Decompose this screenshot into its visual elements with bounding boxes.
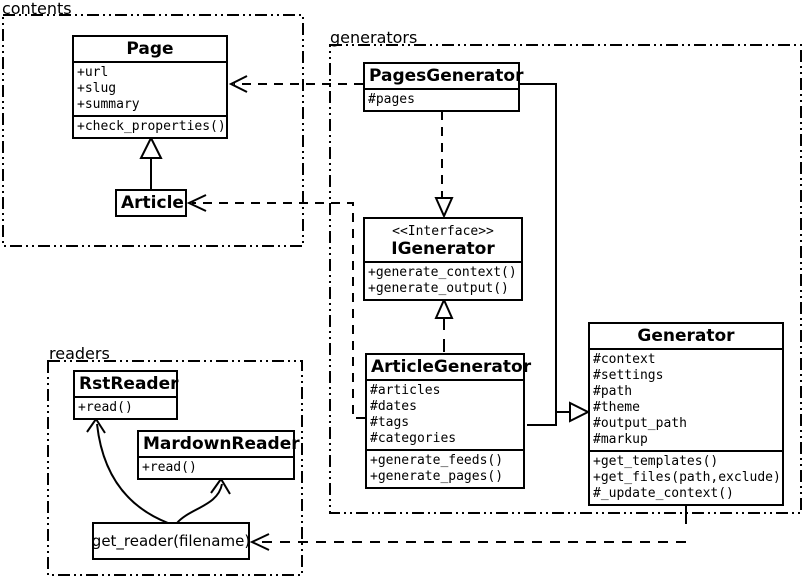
class-article-title: Article (121, 193, 184, 213)
method: +generate_context() (368, 265, 517, 280)
method: +read() (142, 460, 197, 475)
class-mardownreader-title: MardownReader (143, 434, 300, 454)
attribute: +url (77, 65, 109, 80)
attribute: #markup (593, 432, 648, 447)
function-get-reader: get_reader(filename) (92, 522, 250, 560)
class-igenerator-methods: +generate_context() +generate_output() (365, 261, 521, 299)
class-mardownreader-methods: +read() (139, 456, 293, 478)
class-generator-title: Generator (637, 326, 735, 346)
attribute: #context (593, 352, 656, 367)
edge-articlegenerator-uses-article (192, 202, 365, 419)
method: #_update_context() (593, 486, 734, 501)
class-page-attributes: +url +slug +summary (74, 61, 226, 115)
class-igenerator: <<Interface>> IGenerator +generate_conte… (363, 217, 523, 301)
method: +get_files(path,exclude) (593, 470, 781, 485)
realization-triangle-igenerator-bottom (434, 297, 454, 319)
method: +read() (78, 400, 133, 415)
package-border-generators (329, 44, 802, 514)
attribute: #dates (370, 399, 417, 414)
class-rstreader-methods: +read() (75, 396, 176, 418)
open-arrowhead-page (228, 75, 248, 93)
class-rstreader: RstReader +read() (73, 370, 179, 420)
class-generator: Generator #context #settings #path #them… (588, 322, 784, 506)
attribute: #settings (593, 368, 664, 383)
attribute: #pages (368, 92, 415, 107)
edge-pagesgenerator-extends-generator (520, 83, 557, 426)
attribute: #tags (370, 415, 410, 430)
class-igenerator-title: <<Interface>> IGenerator (365, 219, 521, 261)
package-border-contents (2, 14, 304, 247)
package-label-generators: generators (330, 28, 418, 47)
class-pagesgenerator-attributes: #pages (365, 88, 518, 110)
class-articlegenerator-title: ArticleGenerator (371, 357, 532, 377)
class-page-methods: +check_properties() (74, 115, 226, 137)
inheritance-triangle-generator (569, 401, 591, 423)
class-page: Page +url +slug +summary +check_properti… (72, 35, 228, 139)
class-page-title: Page (126, 39, 174, 59)
method: +get_templates() (593, 454, 719, 469)
class-articlegenerator-methods: +generate_feeds() +generate_pages() (367, 449, 523, 487)
attribute: #path (593, 384, 633, 399)
open-arrowhead-rstreader (86, 417, 106, 434)
edge-getreader-to-mardownreader (176, 483, 223, 524)
method: +generate_feeds() (370, 453, 504, 468)
package-label-readers: readers (49, 344, 110, 363)
class-article: Article (115, 189, 187, 217)
class-articlegenerator-attributes: #articles #dates #tags #categories (367, 379, 523, 449)
package-label-contents: contents (2, 0, 72, 18)
attribute: +summary (77, 97, 140, 112)
open-arrowhead-getreader (249, 533, 270, 551)
edge-getreader-to-rstreader (96, 423, 169, 524)
method: +generate_output() (368, 281, 509, 296)
package-border-readers (47, 360, 303, 576)
class-pagesgenerator: PagesGenerator #pages (363, 62, 524, 112)
method: +check_properties() (77, 119, 226, 134)
attribute: #theme (593, 400, 640, 415)
realization-triangle-igenerator-top (434, 197, 454, 219)
class-generator-attributes: #context #settings #path #theme #output_… (590, 348, 782, 450)
class-articlegenerator: ArticleGenerator #articles #dates #tags … (365, 353, 532, 489)
class-mardownreader: MardownReader +read() (137, 430, 300, 480)
attribute: #categories (370, 431, 457, 446)
class-generator-methods: +get_templates() +get_files(path,exclude… (590, 450, 782, 504)
attribute: #articles (370, 383, 441, 398)
attribute: +slug (77, 81, 117, 96)
inheritance-triangle-page (139, 135, 163, 159)
class-pagesgenerator-title: PagesGenerator (369, 66, 524, 86)
method: +generate_pages() (370, 469, 504, 484)
function-get-reader-label: get_reader(filename) (91, 532, 251, 550)
attribute: #output_path (593, 416, 687, 431)
open-arrowhead-article (186, 194, 207, 212)
class-igenerator-stereotype: <<Interface>> (392, 224, 494, 239)
class-igenerator-name: IGenerator (391, 239, 495, 259)
class-rstreader-title: RstReader (79, 374, 179, 394)
